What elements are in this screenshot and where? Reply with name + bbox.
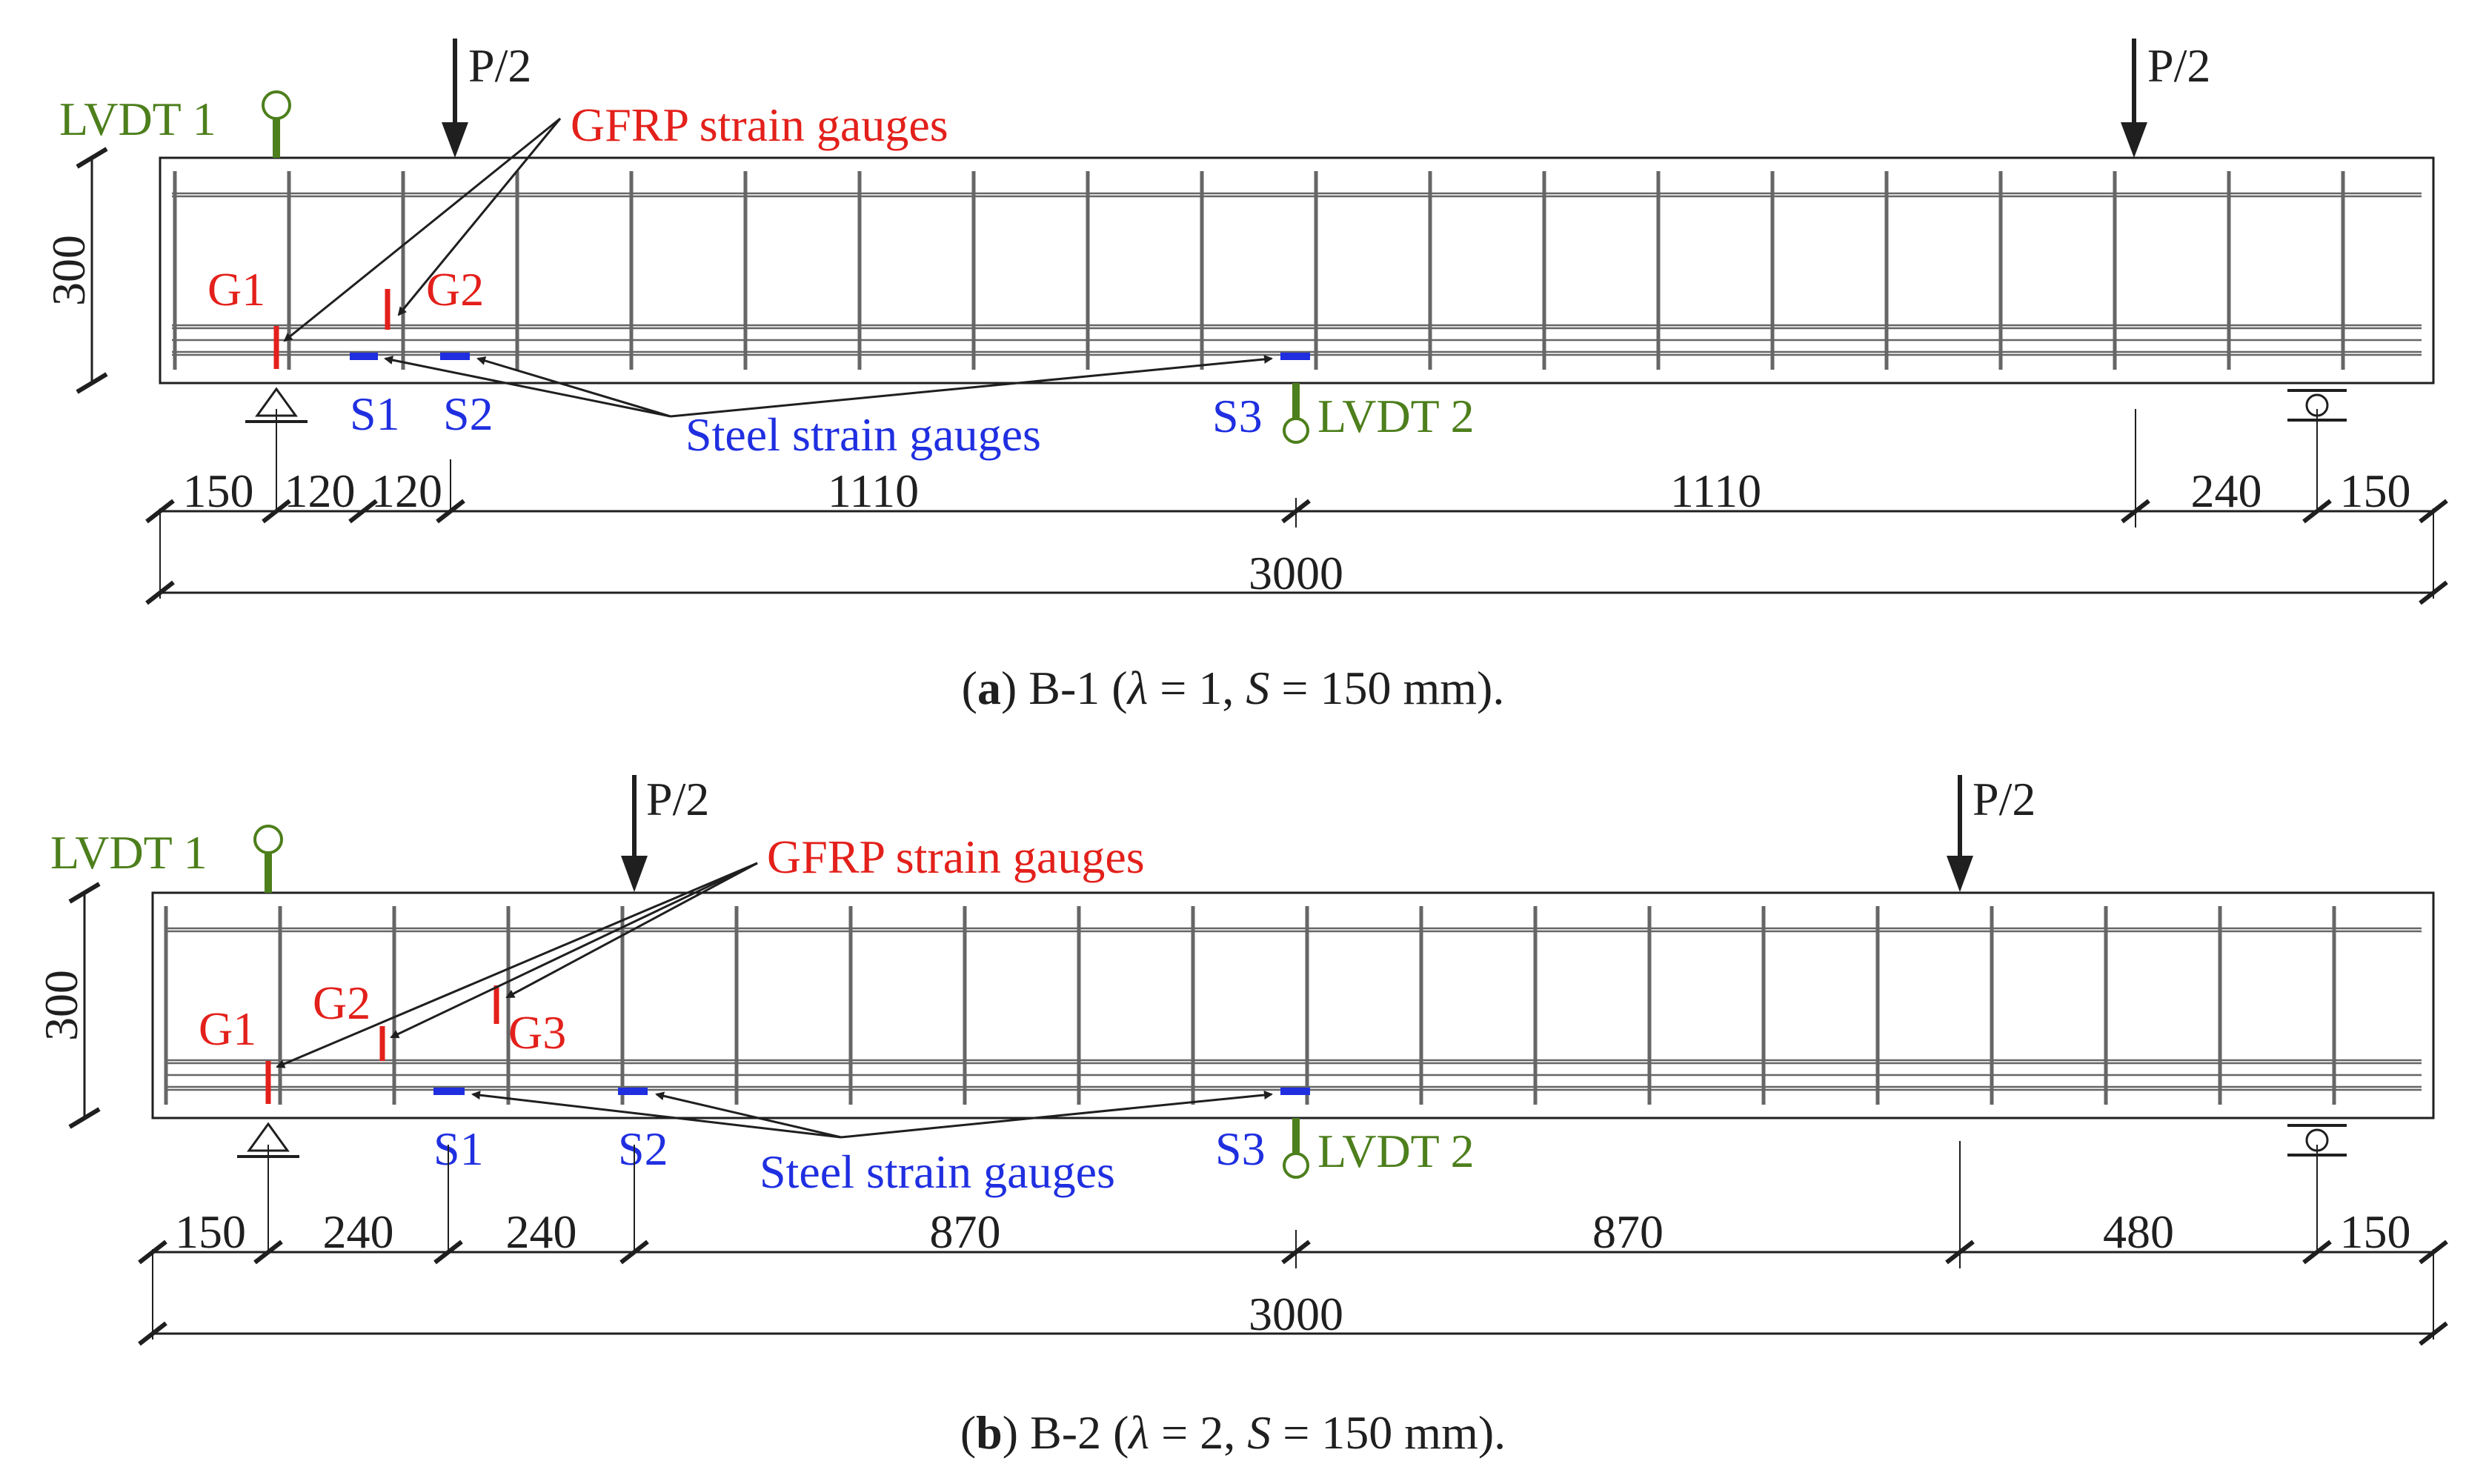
gauge-g2-label: G2 (313, 976, 370, 1029)
span-dimensions: 150 120 120 1110 1110 240 150 (145, 409, 2448, 605)
beam-b1-drawing (159, 156, 2435, 423)
dimension-label: 150 (183, 465, 254, 517)
lvdt-1-label: LVDT 1 (59, 93, 216, 145)
caption-letter: a (977, 662, 1001, 714)
caption-lambda-symbol: λ (1126, 662, 1149, 714)
gauge-g1-label: G1 (199, 1002, 256, 1055)
gfrp-title: GFRP strain gauges (767, 831, 1145, 883)
caption-s-symbol: S (1247, 1406, 1271, 1459)
dimension-label: 480 (2103, 1205, 2174, 1258)
point-load-right: P/2 (1947, 773, 2035, 892)
dimension-label: 1110 (1670, 465, 1761, 517)
gauge-g3-label: G3 (508, 1006, 566, 1059)
gauge-g1-label: G1 (207, 263, 265, 316)
dimension-label: 870 (1592, 1205, 1664, 1258)
dimension-label: 240 (2191, 465, 2262, 517)
load-label: P/2 (2147, 39, 2210, 92)
caption-s-symbol: S (1246, 662, 1269, 714)
gauge-g2-label: G2 (426, 263, 484, 316)
height-label: 300 (35, 970, 87, 1041)
steel-gauges: S1 S2 S3 Steel strain gauges (350, 353, 1310, 461)
point-load-left: P/2 (442, 39, 531, 158)
dimension-label: 870 (930, 1205, 1001, 1258)
dimension-label: 1110 (828, 465, 919, 517)
gfrp-title: GFRP strain gauges (571, 99, 948, 151)
caption-specimen: B-2 (1030, 1406, 1101, 1459)
caption-lambda-symbol: λ (1127, 1406, 1149, 1459)
gauge-s3-label: S3 (1215, 1122, 1266, 1175)
lvdt-1-label: LVDT 1 (50, 826, 207, 879)
height-dimension: 300 (42, 147, 108, 394)
dimension-label: 120 (285, 465, 356, 517)
lvdt-2: LVDT 2 (1283, 383, 1475, 444)
caption-a: (a) B-1 (λ = 1, S = 150 mm). (962, 662, 1505, 714)
steel-gauges: S1 S2 S3 Steel strain gauges (433, 1088, 1310, 1198)
dimension-label: 240 (506, 1205, 577, 1258)
load-label: P/2 (646, 773, 709, 825)
lvdt-1: LVDT 1 (50, 825, 283, 893)
lvdt-2-label: LVDT 2 (1317, 1125, 1475, 1177)
gfrp-gauges: G1 G2 GFRP strain gauges (207, 99, 948, 369)
load-label: P/2 (468, 39, 531, 92)
caption-lambda-value: = 1, (1160, 662, 1234, 714)
lvdt-1: LVDT 1 (59, 90, 291, 158)
gauge-s1-label: S1 (433, 1122, 484, 1175)
dimension-label: 150 (175, 1205, 246, 1258)
dimension-label: 150 (2340, 465, 2411, 517)
dimension-label: 120 (371, 465, 442, 517)
caption-lambda-value: = 2, (1161, 1406, 1235, 1459)
gfrp-gauges: G1 G2 G3 GFRP strain gauges (199, 831, 1145, 1104)
caption-letter: b (976, 1406, 1003, 1459)
span-dimensions: 150 240 240 870 870 480 150 (138, 1141, 2448, 1346)
total-length-label: 3000 (1249, 1288, 1343, 1340)
panel-b: 300 P/2 P/2 LVDT 1 LVDT 2 G1 G2 (35, 773, 2448, 1459)
dimension-tick (348, 499, 378, 524)
gauge-s1-label: S1 (350, 387, 400, 440)
gauge-s2-label: S2 (618, 1122, 668, 1175)
caption-s-value: = 150 mm). (1281, 662, 1504, 714)
steel-title: Steel strain gauges (685, 408, 1041, 461)
load-label: P/2 (1973, 773, 2035, 825)
gauge-s3-label: S3 (1212, 390, 1263, 442)
caption-s-value: = 150 mm). (1283, 1406, 1506, 1459)
gauge-s2-label: S2 (443, 387, 493, 440)
lvdt-2-label: LVDT 2 (1317, 390, 1475, 442)
beam-b2-drawing (151, 891, 2435, 1158)
lvdt-2: LVDT 2 (1283, 1118, 1475, 1179)
dimension-label: 240 (323, 1205, 394, 1258)
dimension-label: 150 (2340, 1205, 2411, 1258)
total-length-label: 3000 (1249, 547, 1343, 599)
point-load-left: P/2 (621, 773, 709, 892)
steel-title: Steel strain gauges (760, 1145, 1115, 1198)
point-load-right: P/2 (2121, 39, 2210, 158)
panel-a: 300 P/2 P/2 LVDT 1 LVDT 2 G1 (42, 39, 2448, 714)
caption-specimen: B-1 (1028, 662, 1100, 714)
height-label: 300 (42, 235, 95, 306)
caption-b: (b) B-2 (λ = 2, S = 150 mm). (960, 1406, 1506, 1459)
height-dimension: 300 (35, 882, 101, 1129)
